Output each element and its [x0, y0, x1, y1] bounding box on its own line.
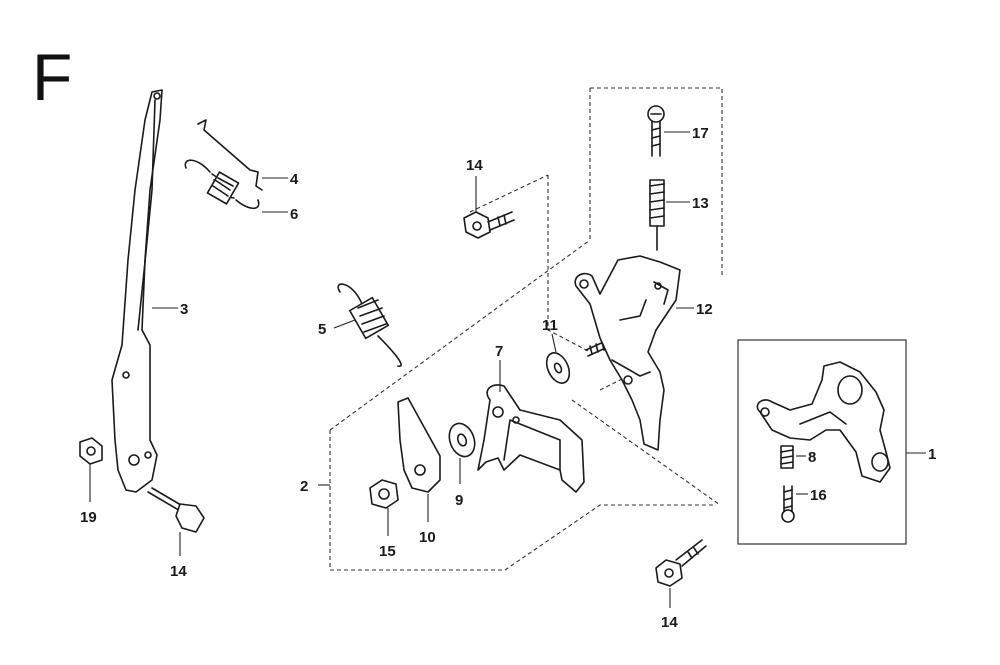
washer-part-11 — [545, 339, 611, 384]
spring-part-13 — [649, 179, 665, 251]
callout-15: 14 — [170, 563, 187, 580]
callout-3: 3 — [180, 301, 188, 318]
leader-lines — [89, 131, 926, 608]
callout-1: 1 — [928, 446, 936, 463]
callout-labels: 4 6 3 5 14 11 7 17 13 12 2 9 10 15 8 16 … — [80, 125, 936, 631]
callout-14-lower: 14 — [661, 614, 678, 631]
callout-14-upper: 14 — [466, 157, 483, 174]
callout-16: 15 — [379, 543, 396, 560]
assembly-outline-2 — [329, 87, 723, 571]
callout-19: 19 — [80, 509, 97, 526]
screw-part-17 — [781, 485, 795, 523]
screw-part-18 — [647, 105, 665, 157]
callout-12: 12 — [696, 301, 713, 318]
bolt-part-14-upper — [463, 211, 515, 239]
callout-6: 6 — [290, 206, 298, 223]
callout-5: 5 — [318, 321, 326, 338]
nut-part-19 — [79, 437, 103, 465]
callout-4: 4 — [290, 171, 299, 188]
callout-7: 7 — [495, 343, 503, 360]
governor-arm-part-7 — [477, 384, 585, 493]
callout-10: 10 — [419, 529, 436, 546]
callout-9: 9 — [455, 492, 463, 509]
bolt-part-14-lower — [655, 539, 707, 587]
callout-18: 17 — [692, 125, 709, 142]
callout-17: 16 — [810, 487, 827, 504]
nut-part-16 — [369, 479, 399, 509]
control-lever-part — [111, 89, 163, 493]
section-letter: F — [32, 40, 72, 114]
spring-part-6 — [184, 159, 260, 210]
plate-part-10 — [397, 397, 441, 493]
bolt-part-15 — [147, 487, 205, 533]
sub-assembly-box-1 — [737, 339, 907, 545]
rod-part-4 — [197, 119, 263, 191]
spring-part-8 — [780, 445, 794, 469]
callout-2: 2 — [300, 478, 308, 495]
callout-11: 11 — [542, 317, 558, 334]
callout-13: 13 — [692, 195, 709, 212]
washer-part-9 — [448, 422, 476, 458]
callout-8: 8 — [808, 449, 816, 466]
bracket-part-12 — [574, 255, 681, 451]
spring-part-5 — [337, 283, 402, 367]
